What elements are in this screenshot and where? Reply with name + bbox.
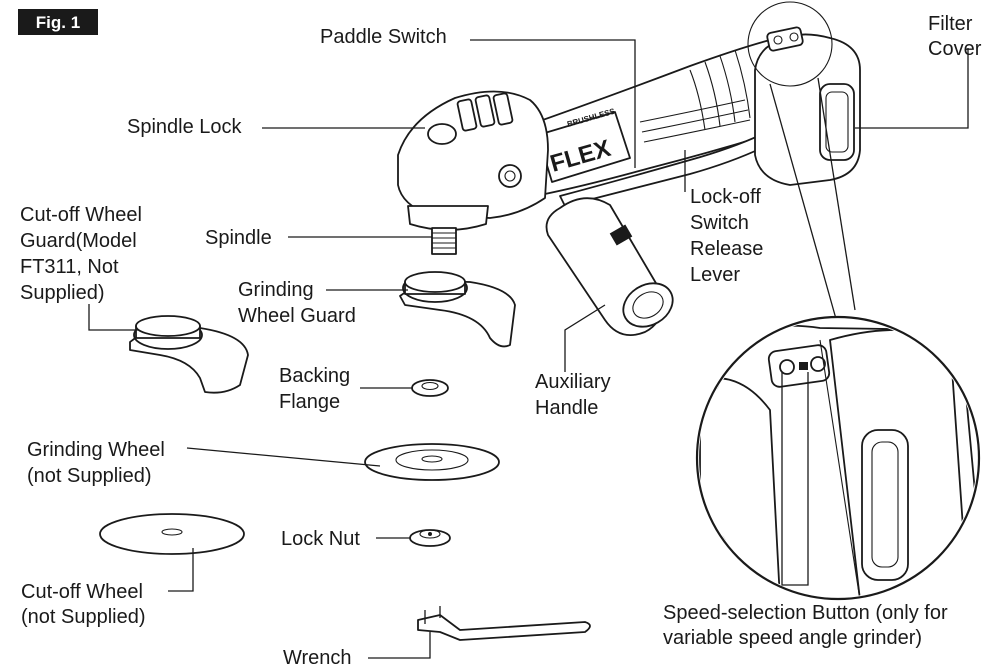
callout-labels: Paddle Switch Filter Cover Spindle Lock … <box>20 13 982 669</box>
grip-texture <box>639 49 751 143</box>
leader-paddle-switch <box>470 39 636 168</box>
label-filter-cover-line1: Filter <box>928 13 973 35</box>
zoom-speed-button <box>767 344 831 388</box>
label-spindle: Spindle <box>205 227 272 249</box>
label-grinding-guard-line1: Grinding <box>238 279 314 301</box>
lock-nut <box>409 529 451 547</box>
leader-grinding-wheel <box>186 447 381 467</box>
spindle-lock-button <box>427 123 457 145</box>
label-aux-handle-line2: Handle <box>535 397 598 419</box>
leader-speed-button <box>781 372 809 586</box>
zoom-connector-right <box>817 77 856 311</box>
leader-cutoff-guard <box>88 304 138 331</box>
label-speed-button-line1: Speed-selection Button (only for <box>663 602 948 624</box>
angle-grinder: FLEX BRUSHLESS <box>397 26 861 255</box>
backing-flange <box>411 379 449 397</box>
auxiliary-handle <box>545 197 674 336</box>
spindle-thread <box>431 227 457 255</box>
figure-badge: Fig. 1 <box>18 9 98 35</box>
label-grinding-guard-line2: Wheel Guard <box>238 305 356 327</box>
label-lockoff-line3: Release <box>690 238 763 260</box>
speed-selection-button <box>766 26 804 52</box>
label-spindle-lock: Spindle Lock <box>127 116 243 138</box>
label-lockoff-line1: Lock-off <box>690 186 761 208</box>
label-grinding-wheel-line1: Grinding Wheel <box>27 439 165 461</box>
zoom-source-circle <box>747 1 833 87</box>
handle-port <box>498 164 522 188</box>
cutoff-wheel <box>99 513 245 555</box>
cutoff-wheel-guard <box>129 315 249 394</box>
label-backing-flange-line1: Backing <box>279 365 350 387</box>
label-cutoff-guard-line1: Cut-off Wheel <box>20 204 142 226</box>
speed-button-detail <box>695 77 981 601</box>
leader-lines <box>88 39 969 659</box>
label-grinding-wheel-line2: (not Supplied) <box>27 465 152 487</box>
label-lockoff-line4: Lever <box>690 264 740 286</box>
label-lock-nut: Lock Nut <box>281 528 360 550</box>
leader-filter-cover <box>855 48 969 129</box>
label-cutoff-guard-line3: FT311, Not <box>20 256 119 278</box>
grinding-wheel-guard <box>399 271 516 348</box>
grinding-wheel <box>364 443 500 481</box>
figure-badge-text: Fig. 1 <box>36 13 80 32</box>
label-cutoff-guard-line2: Guard(Model <box>20 230 137 252</box>
label-cutoff-wheel-line1: Cut-off Wheel <box>21 581 143 603</box>
leader-wrench <box>368 632 431 659</box>
label-backing-flange-line2: Flange <box>279 391 340 413</box>
head-vents <box>456 92 514 132</box>
zoom-connector-left <box>769 83 839 327</box>
spindle-collar <box>407 205 489 231</box>
leader-aux-handle <box>564 304 606 372</box>
brand-plate: FLEX BRUSHLESS <box>537 106 631 183</box>
label-lockoff-line2: Switch <box>690 212 749 234</box>
leader-cutoff-wheel <box>168 548 194 592</box>
label-paddle-switch: Paddle Switch <box>320 26 447 48</box>
label-wrench: Wrench <box>283 647 352 669</box>
label-aux-handle-line1: Auxiliary <box>535 371 611 393</box>
label-cutoff-wheel-line2: (not Supplied) <box>21 606 146 628</box>
label-filter-cover-line2: Cover <box>928 38 982 60</box>
wrench <box>417 606 591 641</box>
label-cutoff-guard-line4: Supplied) <box>20 282 105 304</box>
label-speed-button-line2: variable speed angle grinder) <box>663 627 922 649</box>
